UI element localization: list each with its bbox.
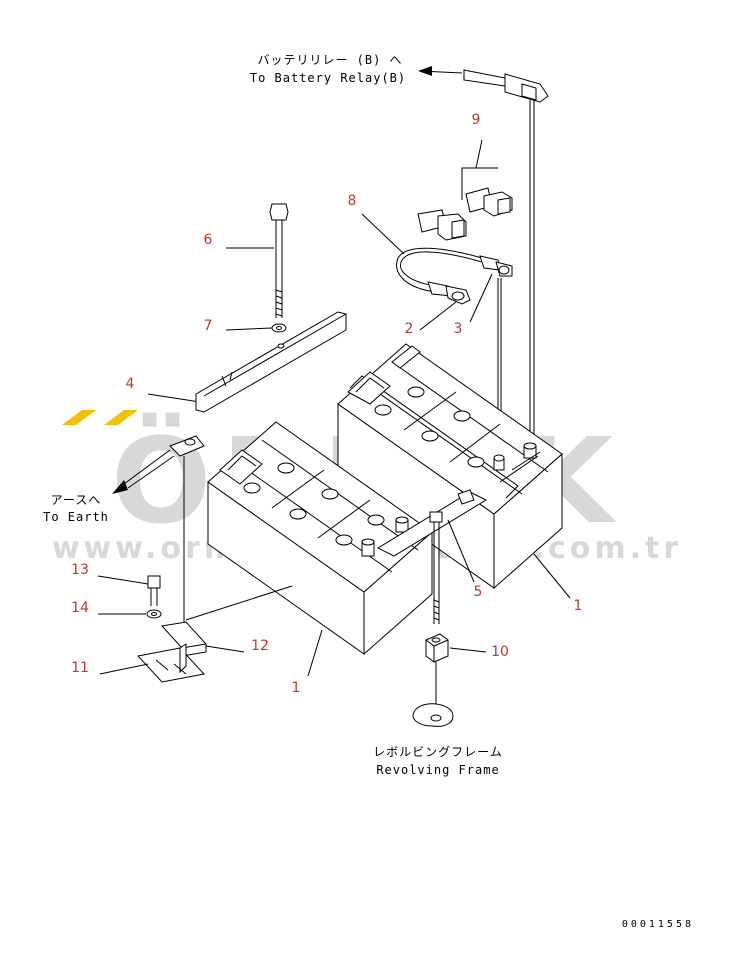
arrow-to-relay-icon <box>418 66 432 76</box>
callout-3: 3 <box>454 321 463 337</box>
earth-en-label: To Earth <box>43 510 109 524</box>
callout-5: 5 <box>474 584 483 600</box>
battery-relay-jp-label: バッテリリレー (B) へ <box>257 53 402 67</box>
callout-12: 12 <box>251 638 269 654</box>
callout-7: 7 <box>204 318 213 334</box>
callout-9: 9 <box>472 112 481 128</box>
frame-jp-label: レボルビングフレーム <box>373 745 503 759</box>
callout-2: 2 <box>405 321 414 337</box>
frame-nut: 10 レボルビングフレーム Revolving Frame <box>373 633 509 777</box>
connector-plate: 5 <box>376 489 488 624</box>
hold-down-bar: 4 <box>126 311 347 413</box>
frame-en-label: Revolving Frame <box>376 763 499 777</box>
callout-8: 8 <box>348 193 357 209</box>
callout-4: 4 <box>126 376 135 392</box>
document-number: 00011558 <box>622 919 694 930</box>
battery-front <box>207 421 433 656</box>
terminal-caps: 9 <box>417 112 513 241</box>
callout-11: 11 <box>71 660 89 676</box>
battery-bracket: 13 14 12 11 <box>71 562 269 683</box>
jumper-cable: 8 <box>348 193 513 305</box>
earth-cable: アースへ To Earth <box>43 435 293 624</box>
battery-rear <box>337 343 563 590</box>
battery-relay-note: バッテリリレー (B) へ To Battery Relay(B) <box>250 53 463 85</box>
earth-jp-label: アースへ <box>51 493 102 507</box>
callout-1-front-battery: 1 <box>292 680 301 696</box>
watermark-accent-right <box>104 410 138 425</box>
callout-13: 13 <box>71 562 89 578</box>
callout-6: 6 <box>204 232 213 248</box>
callout-10: 10 <box>491 644 509 660</box>
callout-1-rear-battery: 1 <box>574 598 583 614</box>
battery-callouts: 1 1 <box>292 553 583 696</box>
hold-down-rod: 6 7 <box>204 203 289 334</box>
watermark-accent-left <box>62 410 96 425</box>
callout-14: 14 <box>71 600 89 616</box>
battery-relay-en-label: To Battery Relay(B) <box>250 71 406 85</box>
arrow-to-earth-icon <box>112 480 128 494</box>
relay-cable-terminal <box>463 69 549 445</box>
